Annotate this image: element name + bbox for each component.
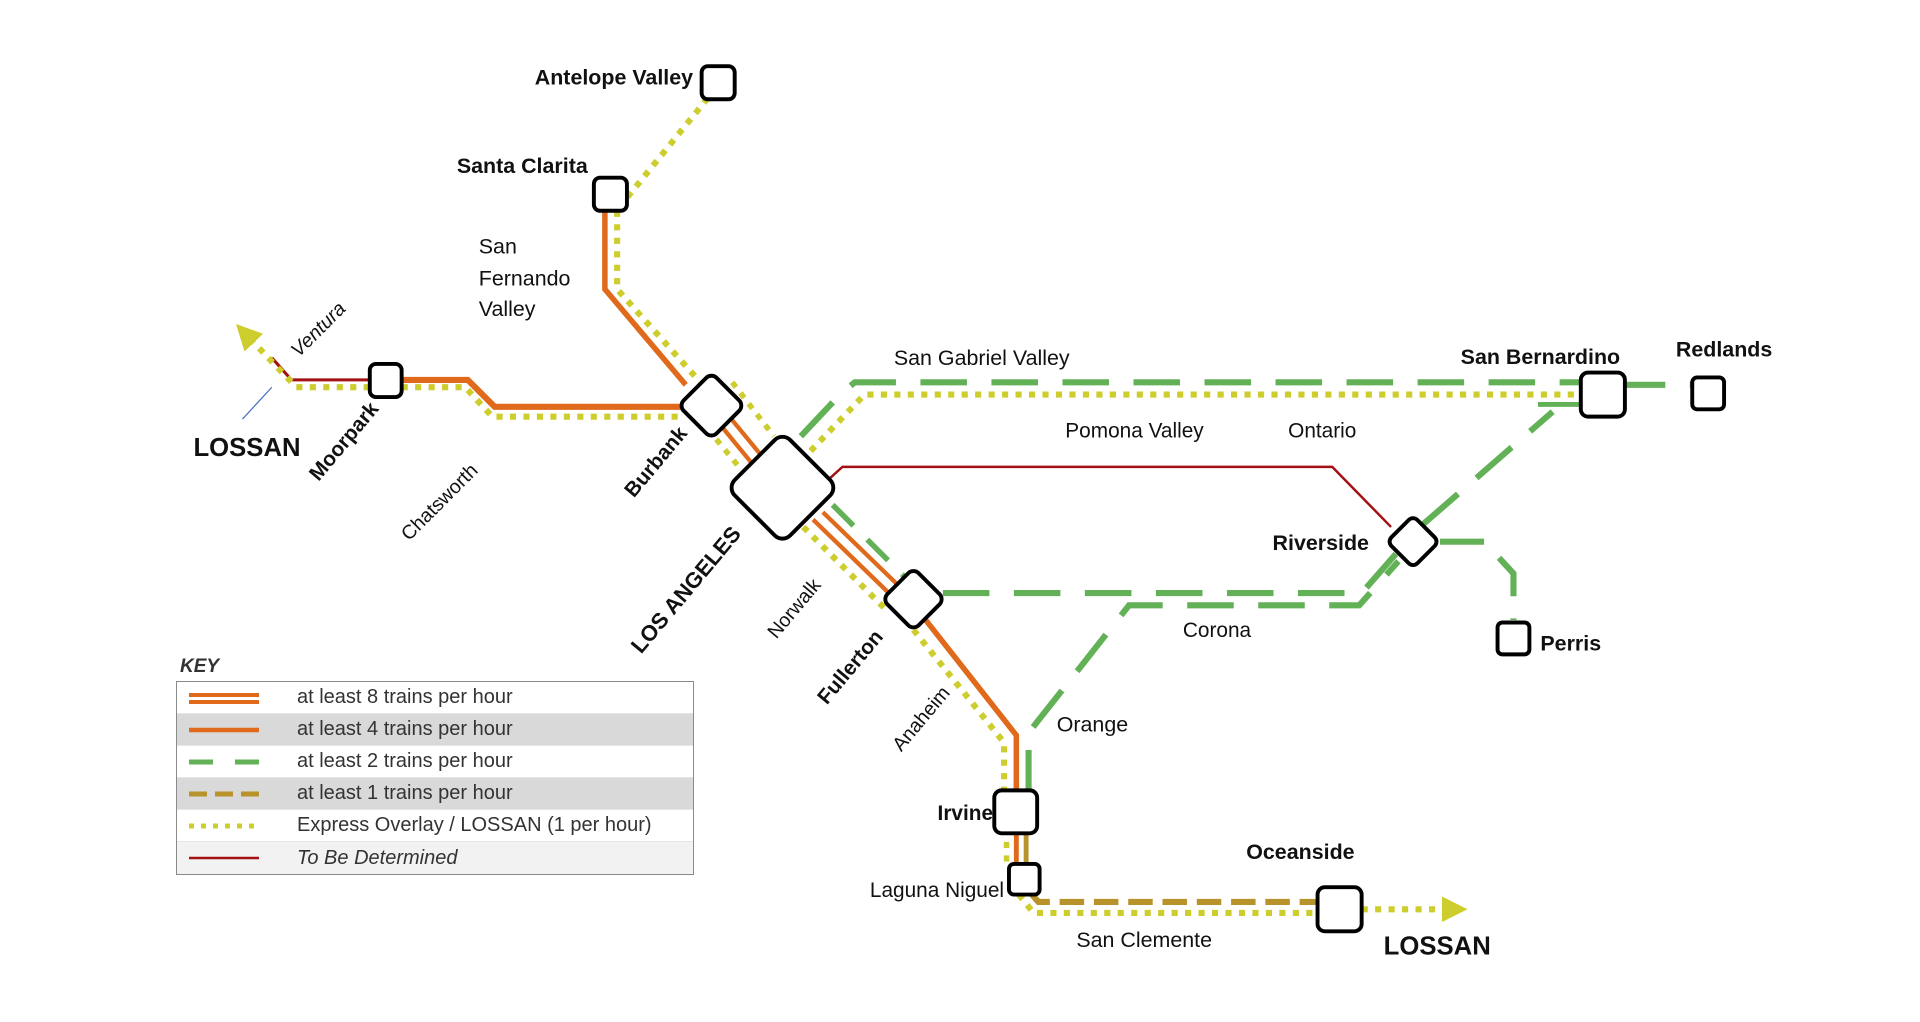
label-lossan-south[interactable]: LOSSAN bbox=[1384, 933, 1491, 961]
lossan-north-pointer bbox=[241, 386, 273, 420]
line-sanclemente-express bbox=[1016, 892, 1323, 917]
line-moorpark-burbank-express bbox=[401, 384, 679, 420]
legend-label: at least 8 trains per hour bbox=[297, 686, 513, 708]
legend-item-express: Express Overlay / LOSSAN (1 per hour) bbox=[177, 810, 693, 842]
line-sangabriel-2tph bbox=[798, 379, 1583, 439]
legend-swatch-green-dash bbox=[189, 759, 259, 764]
label-fullerton: Fullerton bbox=[813, 626, 888, 709]
legend: at least 8 trains per hour at least 4 tr… bbox=[176, 681, 694, 875]
station-san-bernardino[interactable] bbox=[1578, 370, 1627, 419]
station-redlands[interactable] bbox=[1690, 375, 1727, 412]
label-antelope-valley: Antelope Valley bbox=[535, 66, 693, 90]
station-burbank[interactable] bbox=[679, 373, 745, 439]
line-orange-corona-2tph bbox=[1025, 559, 1401, 797]
station-los-angeles[interactable] bbox=[727, 432, 838, 543]
label-redlands: Redlands bbox=[1676, 338, 1772, 362]
label-laguna-niguel: Laguna Niguel bbox=[870, 879, 1004, 902]
line-la-fullerton-8tph-a bbox=[811, 518, 893, 598]
line-fullerton-riverside-2tph bbox=[942, 551, 1399, 597]
legend-label: To Be Determined bbox=[297, 846, 458, 869]
line-sanclemente-1tph bbox=[1027, 890, 1320, 905]
line-fullerton-irvine-express bbox=[911, 627, 1008, 795]
station-santa-clarita[interactable] bbox=[591, 175, 629, 213]
line-moorpark-burbank-4tph bbox=[401, 376, 681, 410]
line-riverside-perris-2tph bbox=[1440, 538, 1517, 621]
label-corona: Corona bbox=[1183, 619, 1252, 642]
station-layer bbox=[367, 64, 1727, 934]
legend-item-8tph: at least 8 trains per hour bbox=[177, 682, 693, 714]
station-fullerton[interactable] bbox=[882, 568, 944, 630]
label-irvine: Irvine bbox=[938, 802, 994, 825]
label-norwalk: Norwalk bbox=[763, 574, 825, 642]
legend-swatch-gold-dash bbox=[189, 791, 259, 796]
label-ventura: Ventura bbox=[287, 298, 351, 362]
label-san-bernardino: San Bernardino bbox=[1461, 345, 1620, 369]
station-irvine[interactable] bbox=[992, 788, 1040, 836]
label-riverside: Riverside bbox=[1273, 531, 1370, 555]
label-orange: Orange bbox=[1057, 713, 1128, 737]
legend-swatch-yellow-dotted bbox=[189, 823, 259, 828]
label-oceanside: Oceanside bbox=[1246, 840, 1354, 864]
station-laguna-niguel[interactable] bbox=[1007, 861, 1042, 897]
label-san-gabriel-valley: San Gabriel Valley bbox=[894, 346, 1070, 370]
legend-item-2tph: at least 2 trains per hour bbox=[177, 746, 693, 778]
label-pomona-valley: Pomona Valley bbox=[1065, 419, 1204, 442]
station-riverside[interactable] bbox=[1387, 516, 1439, 568]
legend-swatch-red-thin bbox=[189, 856, 259, 860]
label-santa-clarita: Santa Clarita bbox=[457, 154, 589, 178]
legend-title: KEY bbox=[180, 656, 220, 677]
line-riverside-sanbernardino-2tph bbox=[1420, 409, 1555, 527]
legend-label: at least 2 trains per hour bbox=[297, 750, 513, 772]
line-la-riverside-tbd bbox=[829, 465, 1392, 528]
line-burbank-la-8tph-b bbox=[725, 412, 764, 458]
label-san-fernando-valley-1: San bbox=[479, 235, 517, 259]
line-la-fullerton-8tph-b bbox=[821, 510, 903, 590]
station-antelope-valley[interactable] bbox=[699, 64, 737, 102]
label-perris: Perris bbox=[1540, 632, 1601, 656]
line-la-fullerton-2tph bbox=[830, 502, 906, 578]
station-perris[interactable] bbox=[1495, 620, 1532, 657]
legend-label: at least 4 trains per hour bbox=[297, 718, 513, 740]
line-burbank-la-express-b bbox=[730, 380, 777, 438]
line-ventura-express bbox=[236, 324, 370, 391]
line-burbank-la-express-a bbox=[705, 427, 745, 473]
station-moorpark[interactable] bbox=[367, 361, 404, 399]
label-ontario: Ontario bbox=[1288, 419, 1356, 442]
legend-item-4tph: at least 4 trains per hour bbox=[177, 714, 693, 746]
legend-label: Express Overlay / LOSSAN (1 per hour) bbox=[297, 814, 652, 836]
line-layer bbox=[236, 96, 1693, 923]
label-anaheim: Anaheim bbox=[888, 682, 955, 755]
label-lossan-north[interactable]: LOSSAN bbox=[193, 434, 300, 462]
line-fullerton-irvine-4tph bbox=[923, 618, 1020, 795]
label-san-clemente: San Clemente bbox=[1076, 928, 1212, 952]
label-burbank: Burbank bbox=[620, 422, 692, 502]
line-la-fullerton-express bbox=[801, 524, 887, 610]
label-moorpark: Moorpark bbox=[305, 397, 384, 485]
legend-item-tbd: To Be Determined bbox=[177, 842, 693, 874]
label-chatsworth: Chatsworth bbox=[397, 460, 483, 546]
legend-swatch-single-orange bbox=[189, 727, 259, 732]
label-san-fernando-valley-3: Valley bbox=[479, 297, 536, 321]
legend-label: at least 1 trains per hour bbox=[297, 782, 513, 804]
legend-swatch-double-orange bbox=[189, 692, 259, 704]
legend-item-1tph: at least 1 trains per hour bbox=[177, 778, 693, 810]
label-los-angeles: LOS ANGELES bbox=[626, 521, 746, 657]
line-antelope-express bbox=[615, 96, 711, 211]
line-sangabriel-express bbox=[808, 391, 1580, 454]
station-oceanside[interactable] bbox=[1315, 885, 1364, 934]
line-sanfernando-4tph bbox=[602, 208, 688, 387]
line-ventura-tbd bbox=[270, 356, 370, 382]
label-san-fernando-valley-2: Fernando bbox=[479, 267, 571, 291]
